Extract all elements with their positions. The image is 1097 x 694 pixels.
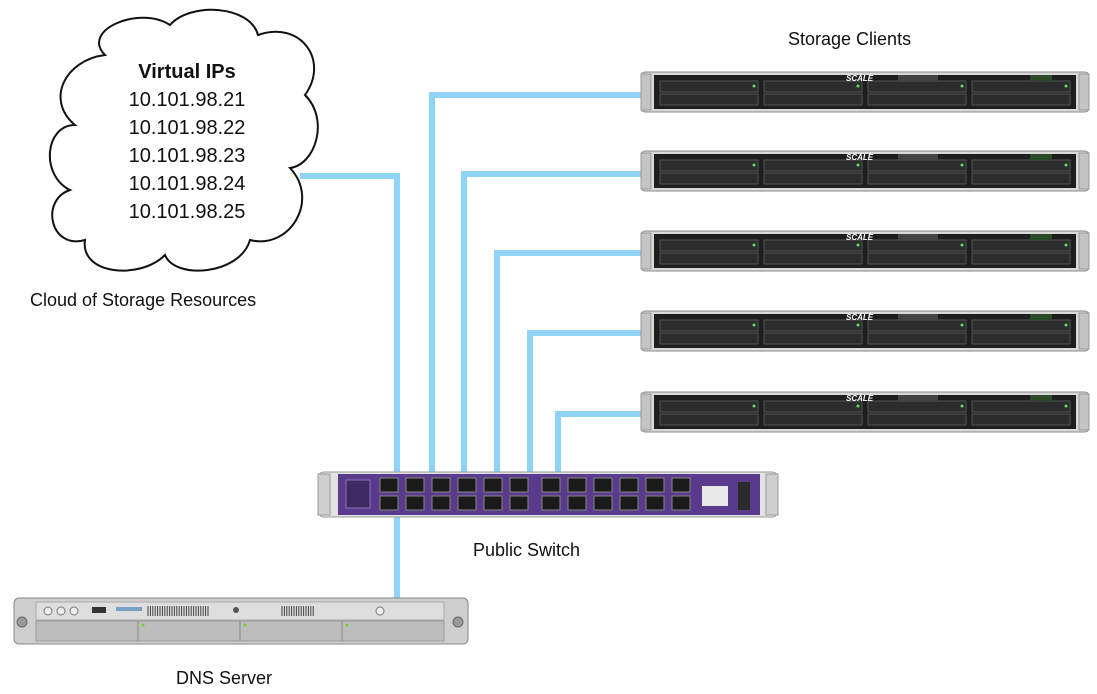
switch-port	[483, 495, 503, 511]
switch-port	[619, 495, 639, 511]
storage-clients-caption: Storage Clients	[788, 29, 912, 49]
switch-port	[593, 477, 613, 493]
link-client-5	[555, 411, 642, 490]
switch-port	[379, 495, 399, 511]
switch-port	[431, 477, 451, 493]
link-client-3	[494, 250, 642, 490]
public-switch	[317, 471, 779, 518]
virtual-ip-3: 10.101.98.23	[128, 145, 246, 167]
storage-client-servers: SCALE SCALE SCALE SCALE SCALE	[640, 71, 1090, 433]
link-client-1	[429, 92, 642, 490]
cloud-caption: Cloud of Storage Resources	[30, 290, 257, 310]
server-brand-logo: SCALE	[846, 233, 874, 242]
switch-caption: Public Switch	[473, 540, 581, 560]
switch-port	[457, 495, 477, 511]
switch-port	[405, 495, 425, 511]
virtual-ip-4: 10.101.98.24	[128, 173, 246, 195]
switch-port	[567, 477, 587, 493]
switch-port	[509, 477, 529, 493]
server-brand-logo: SCALE	[846, 153, 874, 162]
virtual-ip-2: 10.101.98.22	[128, 117, 246, 139]
link-cloud-switch	[300, 173, 400, 490]
cloud-shape	[48, 8, 319, 272]
link-client-4	[527, 330, 642, 490]
switch-port	[645, 495, 665, 511]
switch-port	[619, 477, 639, 493]
storage-client-server: SCALE	[640, 230, 1090, 272]
link-client-2	[461, 171, 642, 490]
switch-port	[567, 495, 587, 511]
switch-port	[671, 495, 691, 511]
virtual-ip-5: 10.101.98.25	[128, 201, 246, 223]
cloud-title: Virtual IPs	[138, 61, 236, 83]
switch-port	[541, 477, 561, 493]
dns-server	[13, 597, 469, 645]
dns-server-caption: DNS Server	[176, 668, 273, 688]
switch-port	[405, 477, 425, 493]
switch-port	[671, 477, 691, 493]
switch-port	[379, 477, 399, 493]
switch-port	[457, 477, 477, 493]
switch-port	[645, 477, 665, 493]
cloud-ip-list: Virtual IPs 10.101.98.21 10.101.98.22 10…	[92, 58, 282, 226]
server-brand-logo: SCALE	[846, 394, 874, 403]
server-brand-logo: SCALE	[846, 74, 874, 83]
storage-client-server: SCALE	[640, 310, 1090, 352]
storage-client-server: SCALE	[640, 150, 1090, 192]
switch-port	[509, 495, 529, 511]
storage-client-server: SCALE	[640, 391, 1090, 433]
switch-port	[431, 495, 451, 511]
network-links	[300, 92, 642, 605]
virtual-ip-1: 10.101.98.21	[128, 89, 246, 111]
switch-port	[483, 477, 503, 493]
server-brand-logo: SCALE	[846, 313, 874, 322]
switch-port	[541, 495, 561, 511]
switch-port	[593, 495, 613, 511]
storage-client-server: SCALE	[640, 71, 1090, 113]
